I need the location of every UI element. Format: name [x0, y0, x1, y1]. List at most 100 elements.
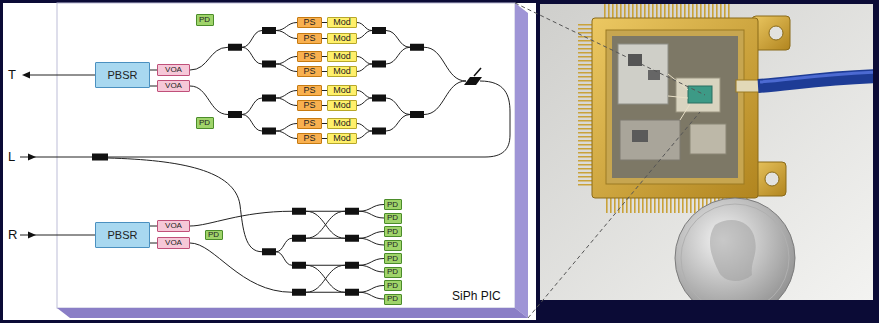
- component-label: Mod: [333, 34, 351, 43]
- component-label: PD: [387, 268, 398, 276]
- component-label: PBSR: [108, 70, 138, 81]
- phase-shifter-box: PS: [297, 66, 322, 77]
- component-label: Mod: [333, 119, 351, 128]
- waveguide: [276, 98, 297, 106]
- splitter: [292, 289, 306, 296]
- arrowhead: [22, 72, 30, 79]
- waveguide-connector: [150, 86, 157, 87]
- chip-side: [57, 308, 528, 318]
- mounting-hole: [765, 172, 779, 186]
- pbsr-box: PBSR: [95, 222, 150, 248]
- substrate: [676, 78, 720, 112]
- waveguide: [190, 211, 292, 226]
- splitter: [372, 128, 386, 135]
- splitter: [262, 95, 276, 102]
- component-label: Mod: [333, 52, 351, 61]
- waveguide: [306, 211, 345, 212]
- waveguide: [108, 81, 510, 157]
- component-label: PD: [208, 231, 219, 239]
- component-label: VOA: [165, 239, 182, 247]
- waveguide: [108, 158, 262, 252]
- component-label: Mod: [333, 67, 351, 76]
- component-label: Mod: [333, 18, 351, 27]
- waveguide: [276, 64, 297, 72]
- arrowhead: [28, 154, 36, 161]
- component-label: Mod: [333, 101, 351, 110]
- modulator-box: Mod: [327, 66, 357, 77]
- phase-shifter-box: PS: [297, 133, 322, 144]
- splitter: [410, 44, 424, 51]
- waveguide: [357, 57, 372, 65]
- waveguide: [359, 211, 384, 218]
- waveguide: [359, 205, 384, 212]
- waveguide: [276, 124, 297, 132]
- component-label: PS: [303, 86, 315, 95]
- waveguide: [424, 81, 466, 115]
- waveguide: [386, 31, 410, 48]
- component-label: PS: [303, 101, 315, 110]
- modulator-box: Mod: [327, 33, 357, 44]
- photodiode-box: PD: [384, 294, 402, 305]
- waveguide: [306, 265, 345, 292]
- component-label: PS: [303, 134, 315, 143]
- component-label: VOA: [165, 82, 182, 90]
- fiber-feedthrough: [736, 80, 760, 92]
- waveguide: [386, 47, 410, 64]
- waveguide: [242, 31, 262, 48]
- photodiode-box: PD: [205, 230, 223, 240]
- photodiode-box: PD: [384, 240, 402, 251]
- splitter: [262, 128, 276, 135]
- component-label: PD: [199, 16, 210, 24]
- arrowheads: [22, 72, 36, 239]
- component: [648, 70, 660, 80]
- phase-shifter-box: PS: [297, 17, 322, 28]
- splitter: [262, 61, 276, 68]
- component-label: PS: [303, 52, 315, 61]
- component: [632, 130, 648, 142]
- waveguide: [276, 23, 297, 31]
- splitter: [262, 27, 276, 34]
- splitter: [345, 235, 359, 242]
- bond-wires: [668, 74, 690, 120]
- waveguide: [190, 47, 228, 70]
- splitter: [372, 61, 386, 68]
- modulator-box: Mod: [327, 17, 357, 28]
- zoom-line: [515, 3, 705, 95]
- pbsr-box: PBSR: [95, 62, 150, 88]
- photodiode-box: PD: [384, 213, 402, 224]
- waveguide: [359, 238, 384, 245]
- splitter: [292, 208, 306, 215]
- voa-box: VOA: [157, 237, 190, 249]
- waveguide: [357, 91, 372, 99]
- port-label: L: [8, 150, 15, 163]
- component: [628, 54, 642, 66]
- photodiode-box: PD: [384, 267, 402, 278]
- component-label: PS: [303, 18, 315, 27]
- waveguide: [357, 23, 372, 31]
- modulator-box: Mod: [327, 118, 357, 129]
- waveguide: [359, 259, 384, 266]
- waveguides: [20, 23, 510, 300]
- voa-box: VOA: [157, 64, 190, 76]
- waveguide: [242, 47, 262, 64]
- splitter: [228, 44, 242, 51]
- waveguide: [386, 98, 410, 115]
- waveguide: [306, 238, 345, 239]
- phase-shifter-box: PS: [297, 51, 322, 62]
- phase-shifter-box: PS: [297, 33, 322, 44]
- coin-portrait: [710, 220, 756, 281]
- waveguide: [190, 86, 228, 115]
- splitter: [92, 154, 108, 161]
- photodiode-box: PD: [196, 117, 214, 129]
- waveguide-connector: [150, 243, 157, 244]
- splitter: [410, 111, 424, 118]
- chip-label: SiPh PIC: [452, 290, 501, 302]
- splitter: [262, 248, 276, 255]
- waveguide: [359, 286, 384, 293]
- waveguide: [276, 131, 297, 139]
- waveguide: [306, 211, 345, 238]
- component-label: PD: [387, 214, 398, 222]
- waveguide: [276, 57, 297, 65]
